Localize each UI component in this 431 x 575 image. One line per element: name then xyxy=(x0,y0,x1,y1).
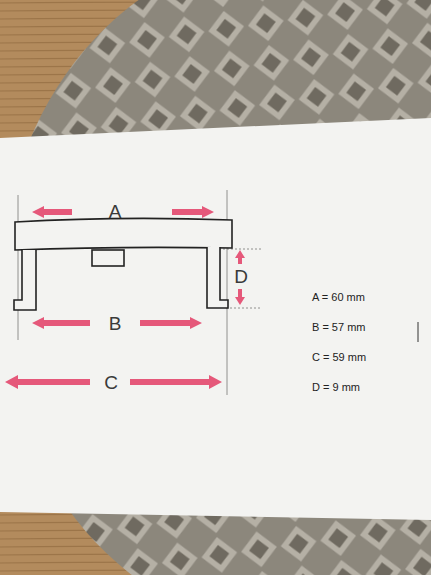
dimension-value: A = 60 mm xyxy=(312,292,365,303)
dimension-letter: B xyxy=(109,314,122,333)
dimension-letter: C xyxy=(104,373,118,392)
dimension-value: B = 57 mm xyxy=(312,322,366,333)
dimension-value: C = 59 mm xyxy=(312,352,366,363)
dimension-letter: D xyxy=(234,267,248,286)
dimension-letter: A xyxy=(109,202,122,221)
dimension-value: D = 9 mm xyxy=(312,382,360,393)
